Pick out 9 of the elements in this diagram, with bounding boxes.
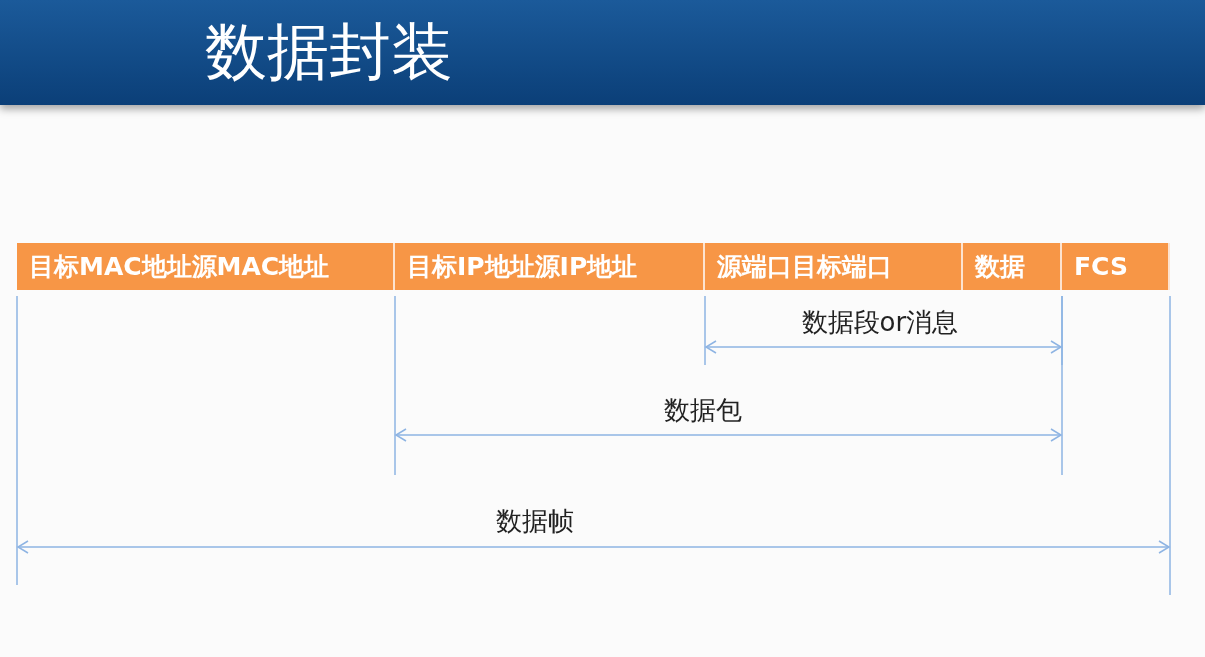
header-field-cell: 数据 — [963, 243, 1062, 290]
span-label: 数据段or消息 — [801, 306, 959, 338]
header-field-cell: FCS — [1062, 243, 1170, 290]
span-label: 数据包 — [664, 394, 742, 426]
slide-title: 数据封装 — [205, 14, 453, 90]
header-field-cell: 目标MAC地址源MAC地址 — [17, 243, 395, 290]
header-field-cell: 源端口目标端口 — [705, 243, 963, 290]
header-field-cell: 目标IP地址源IP地址 — [395, 243, 705, 290]
span-label: 数据帧 — [496, 505, 574, 537]
